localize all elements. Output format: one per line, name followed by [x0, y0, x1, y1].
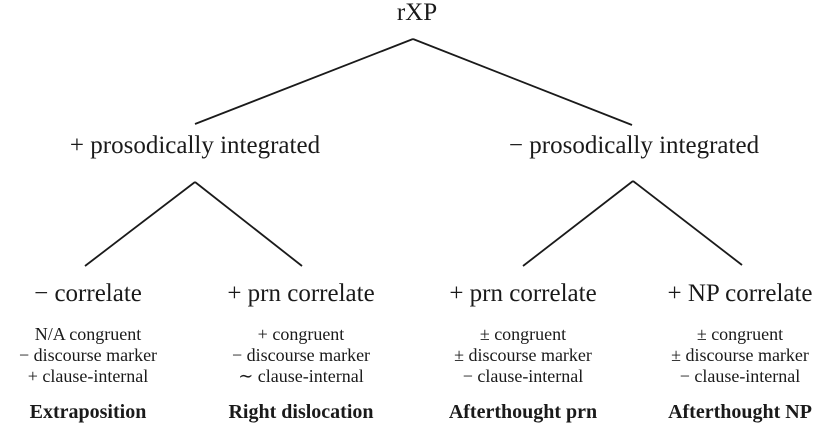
leaf-node-label: + prn correlate — [449, 280, 597, 307]
tree-edge — [194, 181, 303, 267]
branch-label-not-prosodically-integrated: − prosodically integrated — [508, 132, 760, 159]
tree-edge — [194, 38, 414, 125]
leaf-feature: − discourse marker — [18, 345, 158, 365]
leaf-feature: − clause-internal — [462, 366, 584, 386]
leaf-feature: + clause-internal — [27, 366, 149, 386]
leaf-feature: N/A congruent — [34, 324, 142, 344]
tree-edge — [412, 38, 633, 126]
branch-label-prosodically-integrated: + prosodically integrated — [69, 132, 321, 159]
leaf-feature: + congruent — [257, 324, 345, 344]
leaf-node-label: + prn correlate — [227, 280, 375, 307]
leaf-column-afterthought-prn: + prn correlate ± congruent ± discourse … — [449, 279, 597, 423]
leaf-feature: ± congruent — [479, 324, 567, 344]
tree-edge — [522, 180, 634, 267]
leaf-feature-list: N/A congruent − discourse marker + claus… — [19, 324, 157, 387]
category-label: Afterthought NP — [668, 401, 812, 423]
leaf-node-label: − correlate — [34, 280, 142, 307]
category-label: Afterthought prn — [448, 401, 598, 423]
root-node-label: rXP — [396, 0, 438, 26]
leaf-feature-list: ± congruent ± discourse marker − clause-… — [449, 324, 597, 387]
leaf-node-label: + NP correlate — [667, 280, 813, 307]
category-label: Right dislocation — [228, 401, 374, 423]
leaf-feature: ± discourse marker — [671, 345, 809, 365]
leaf-feature-list: + congruent − discourse marker ∼ clause-… — [227, 324, 374, 387]
leaf-feature: ± congruent — [696, 324, 784, 344]
leaf-column-afterthought-np: + NP correlate ± congruent ± discourse m… — [667, 279, 812, 423]
leaf-feature: − clause-internal — [679, 366, 801, 386]
leaf-feature-list: ± congruent ± discourse marker − clause-… — [667, 324, 812, 387]
leaf-feature: ± discourse marker — [454, 345, 592, 365]
leaf-feature: − discourse marker — [231, 345, 371, 365]
leaf-column-right-dislocation: + prn correlate + congruent − discourse … — [227, 279, 374, 423]
leaf-column-extraposition: − correlate N/A congruent − discourse ma… — [19, 279, 157, 423]
tree-edge — [84, 181, 196, 267]
tree-edge — [632, 180, 743, 266]
leaf-feature: ∼ clause-internal — [238, 366, 364, 386]
category-label: Extraposition — [29, 401, 147, 423]
